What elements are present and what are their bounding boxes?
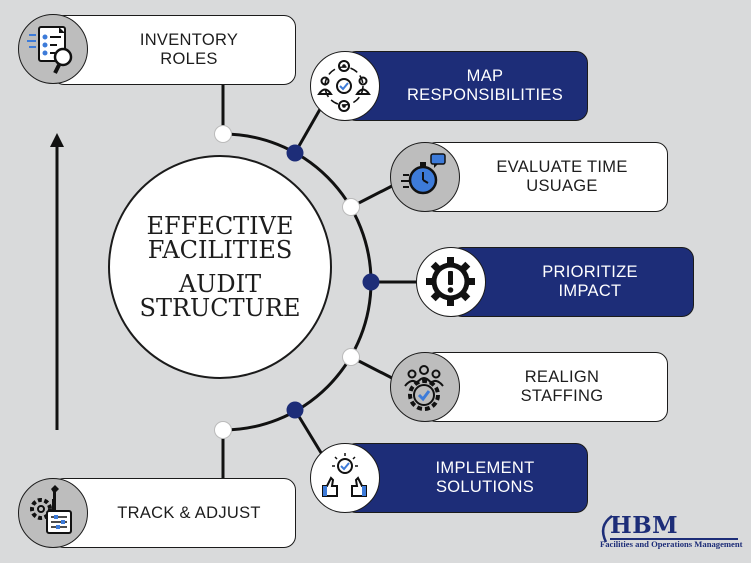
step-evaluate-time-usuage: EVALUATE TIME USUAGE [424, 142, 668, 212]
step-label: TRACK & ADJUST [117, 503, 261, 522]
title-line-3: AUDIT [178, 270, 262, 298]
center-circle [108, 155, 332, 379]
node-7 [214, 421, 232, 439]
thumbs-up-lightbulb-icon [310, 443, 380, 513]
logo-name: HBM [610, 512, 679, 539]
logo-underline [610, 538, 738, 540]
step-map-responsibilities: MAP RESPONSIBILITIES [344, 51, 588, 121]
step-label: PRIORITIZE IMPACT [542, 263, 638, 300]
team-gear-icon [390, 352, 460, 422]
step-implement-solutions: IMPLEMENT SOLUTIONS [344, 443, 588, 513]
node-6 [286, 401, 304, 419]
node-2 [286, 144, 304, 162]
step-track-and-adjust: TRACK & ADJUST [52, 478, 296, 548]
hbm-logo: HBM Facilities and Operations Management [600, 512, 743, 552]
title-line-2: FACILITIES [147, 236, 293, 264]
connector-2 [293, 103, 325, 154]
connector-6 [293, 409, 325, 457]
step-label: INVENTORY ROLES [139, 31, 239, 68]
gear-exclamation-icon [416, 247, 486, 317]
node-3 [342, 198, 360, 216]
step-label: IMPLEMENT SOLUTIONS [435, 459, 535, 496]
step-prioritize-impact: PRIORITIZE IMPACT [450, 247, 694, 317]
stopwatch-chat-icon [390, 142, 460, 212]
logo-tagline: Facilities and Operations Management [600, 539, 743, 549]
logo-swoosh [601, 514, 613, 543]
step-label: MAP RESPONSIBILITIES [406, 67, 564, 104]
node-1 [214, 125, 232, 143]
node-5 [342, 348, 360, 366]
step-inventory-roles: INVENTORY ROLES [52, 15, 296, 85]
wrench-gear-clipboard-icon [18, 478, 88, 548]
title-line-1: EFFECTIVE [146, 212, 294, 240]
node-4 [362, 273, 380, 291]
people-gears-cycle-icon [310, 51, 380, 121]
step-realign-staffing: REALIGN STAFFING [424, 352, 668, 422]
diagram-title: EFFECTIVE FACILITIES AUDIT STRUCTURE [108, 170, 332, 364]
step-label: EVALUATE TIME USUAGE [496, 158, 628, 195]
title-line-4: STRUCTURE [139, 294, 301, 322]
progress-arrow-head [50, 133, 64, 147]
step-label: REALIGN STAFFING [520, 368, 604, 405]
document-magnifier-icon [18, 14, 88, 84]
